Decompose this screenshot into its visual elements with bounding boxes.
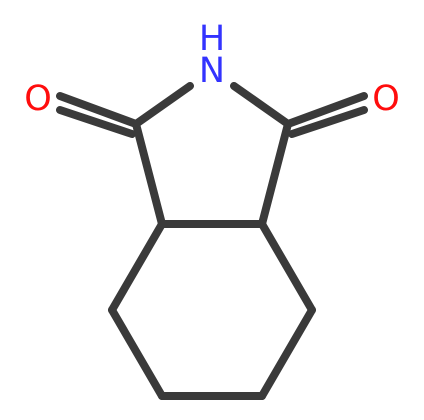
bond-c-c-left — [132, 120, 166, 228]
bond-hex-1 — [108, 220, 166, 314]
bond-hex-5 — [258, 220, 316, 314]
bond-c-o-left-b — [56, 106, 136, 138]
bond-hex-4 — [258, 306, 316, 400]
bond-n-c-right — [230, 82, 292, 128]
bond-c-o-right-a — [284, 92, 368, 128]
atom-h-label: H — [199, 19, 225, 59]
bond-n-c-left — [132, 82, 194, 128]
bond-hex-2 — [108, 306, 166, 400]
bond-c-c-right — [258, 120, 292, 228]
atom-n-label: N — [199, 51, 225, 91]
bond-c-o-right-b — [288, 106, 368, 138]
atom-o-right-label: O — [372, 79, 400, 119]
atom-o-left-label: O — [24, 79, 52, 119]
bond-c-o-left-a — [56, 92, 140, 128]
